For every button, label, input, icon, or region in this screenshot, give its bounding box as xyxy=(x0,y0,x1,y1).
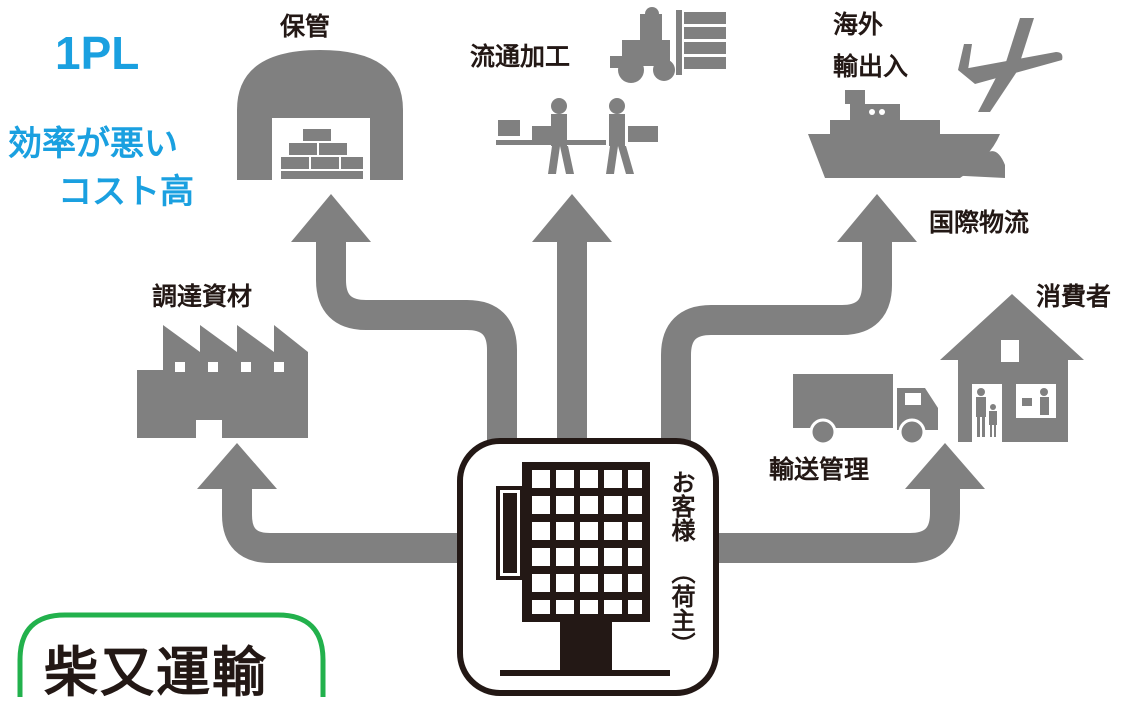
label-transport: 輸送管理 xyxy=(769,455,870,484)
ship-icon xyxy=(808,90,1005,178)
customer-box xyxy=(457,438,719,696)
arrow-to-procurement xyxy=(222,487,462,563)
subtitle-line1: 効率が悪い xyxy=(8,124,178,164)
label-intl-logistics: 国際物流 xyxy=(929,208,1030,237)
house-icon xyxy=(940,294,1084,442)
forklift-icon xyxy=(610,7,726,83)
factory-icon xyxy=(137,325,308,438)
truck-icon xyxy=(793,374,938,446)
label-customer-sub: （荷主） xyxy=(667,560,695,656)
company-frame xyxy=(17,612,326,697)
flow-arrows xyxy=(222,240,960,563)
arrow-to-consumer xyxy=(712,487,960,563)
arrow-to-international xyxy=(661,240,892,450)
label-export-line1: 海外 xyxy=(833,10,884,39)
arrow-to-storage xyxy=(316,240,517,450)
building-icon xyxy=(496,462,670,676)
workers-icon xyxy=(496,98,658,174)
subtitle-line2: コスト高 xyxy=(58,172,194,212)
label-processing: 流通加工 xyxy=(470,42,571,71)
company-name: 柴又運輸 xyxy=(44,641,268,704)
warehouse-icon xyxy=(237,50,403,181)
arrow-heads xyxy=(197,194,985,489)
label-consumer: 消費者 xyxy=(1036,282,1112,311)
label-storage: 保管 xyxy=(280,12,331,41)
label-procurement: 調達資材 xyxy=(152,282,253,311)
airplane-icon xyxy=(958,18,1063,112)
label-customer: お客様 xyxy=(667,470,695,542)
label-export-line2: 輸出入 xyxy=(833,52,909,81)
page-title: 1PL xyxy=(55,27,140,79)
